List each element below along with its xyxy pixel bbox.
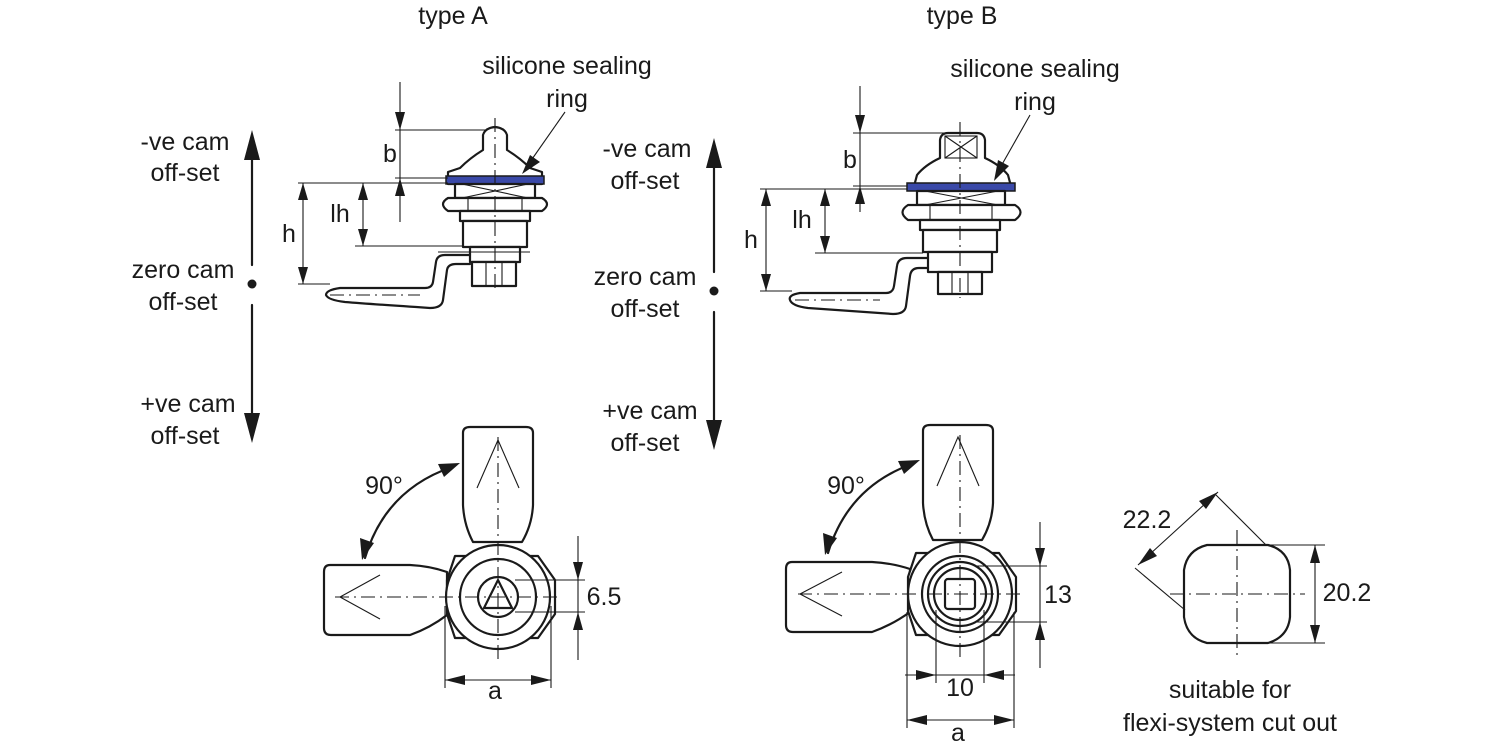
dim-lh-b: lh [792,206,811,234]
zero-offset-label-b-2: off-set [610,295,679,323]
type-b-side-dimensions: b lh h silicone sealing ring [744,55,1120,292]
type-b-top-view: 90° 13 10 a [784,423,1072,747]
dim-height-cutout: 20.2 [1323,579,1372,607]
zero-offset-label-b-1: zero cam [594,263,697,291]
cutout-caption-2: flexi-system cut out [1123,709,1337,737]
sealing-label-b-1: silicone sealing [950,55,1120,83]
type-a-top-view: 90° 6.5 a [322,425,622,705]
dim-b-a: b [383,140,397,168]
dim-h-b: h [744,226,758,254]
sealing-label-b-2: ring [1014,88,1056,116]
sealing-ring-b [906,182,1016,192]
neg-offset-label-b-2: off-set [610,167,679,195]
neg-offset-label-a-2: off-set [150,159,219,187]
dim-lh-a: lh [330,200,349,228]
flexi-cutout-view: 22.2 20.2 suitable for flexi-system cut … [1123,491,1372,737]
angle-label-b: 90° [827,472,865,500]
angle-label-a: 90° [365,472,403,500]
dim-h-a: h [282,220,296,248]
pos-offset-label-a-2: off-set [150,422,219,450]
offset-scale-a: -ve cam off-set zero cam off-set +ve cam… [132,128,260,450]
zero-offset-label-a-2: off-set [148,288,217,316]
neg-offset-label-a-1: -ve cam [141,128,230,156]
dim-diag-cutout: 22.2 [1123,506,1172,534]
pos-offset-label-b-1: +ve cam [602,397,697,425]
pos-offset-label-b-2: off-set [610,429,679,457]
sealing-label-a-2: ring [546,85,588,113]
dim-square-b: 13 [1044,581,1072,609]
cutout-caption-1: suitable for [1169,676,1291,704]
dim-inner-b: 10 [946,674,974,702]
neg-offset-label-b-1: -ve cam [603,135,692,163]
type-b-lock-body [788,122,1022,316]
dim-a-b: a [951,719,965,747]
type-a-side-dimensions: b lh h silicone sealing ring [282,52,652,285]
type-a-lock-body [324,118,549,310]
type-a-side-view: type A -ve cam off-set zero cam off-set … [132,2,652,450]
zero-offset-dot-a [247,279,257,289]
zero-offset-dot-b [709,286,719,296]
dim-a-a: a [488,677,502,705]
sealing-label-a-1: silicone sealing [482,52,652,80]
type-a-title: type A [418,2,488,30]
pos-offset-label-a-1: +ve cam [140,390,235,418]
type-b-side-view: type B -ve cam off-set zero cam off-set … [594,2,1120,457]
offset-scale-b: -ve cam off-set zero cam off-set +ve cam… [594,135,722,457]
type-b-title: type B [927,2,998,30]
dim-hex-a: 6.5 [587,583,622,611]
zero-offset-label-a-1: zero cam [132,256,235,284]
dim-b-b: b [843,146,857,174]
